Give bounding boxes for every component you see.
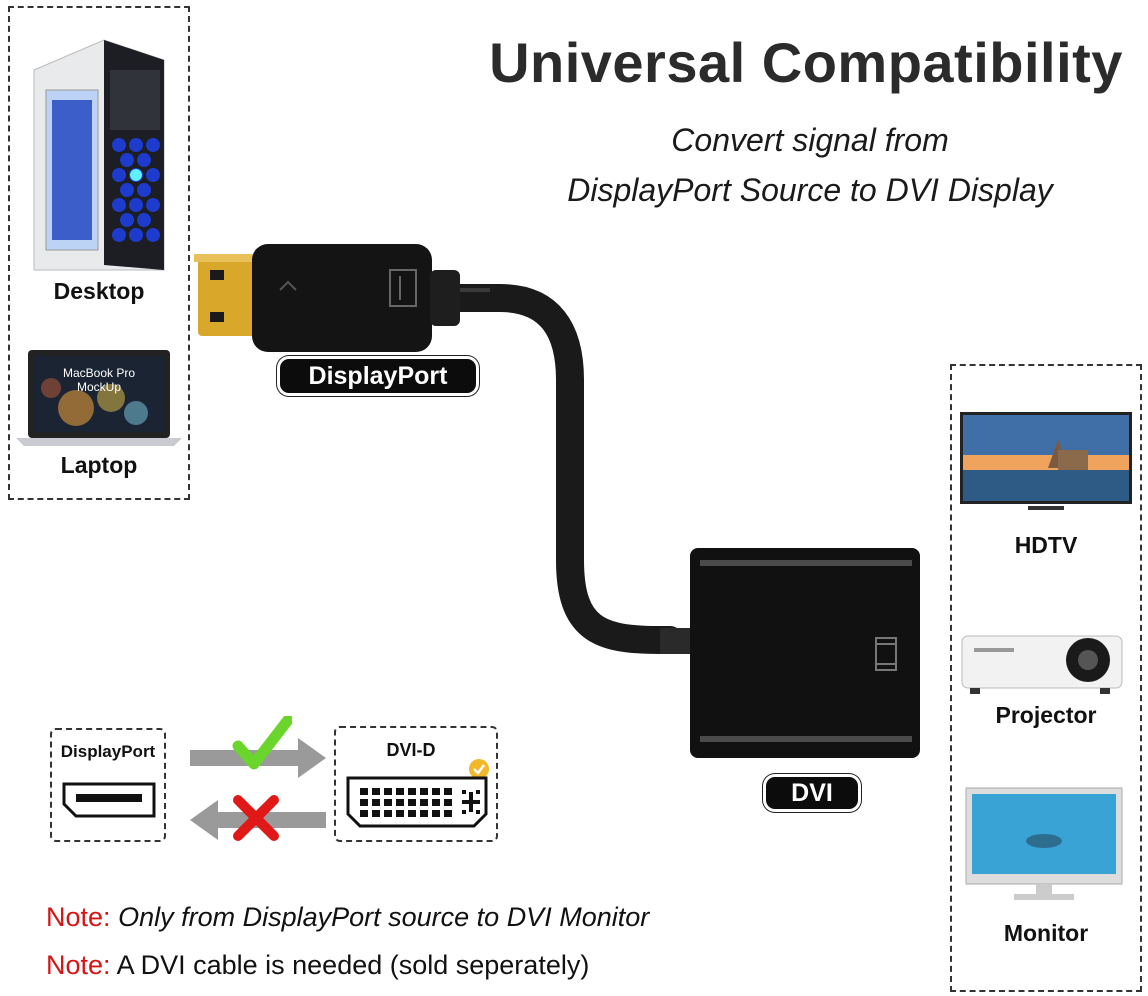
note-2-text: A DVI cable is needed (sold seperately) bbox=[116, 950, 590, 980]
dvi-port-icon bbox=[346, 776, 488, 828]
note-1-text: Only from DisplayPort source to DVI Moni… bbox=[118, 902, 650, 932]
dvi-port-label: DVI-D bbox=[386, 740, 436, 760]
subtitle-line-1: Convert signal from bbox=[671, 122, 949, 158]
source-devices-panel: Desktop MacBook Pro MockUp Laptop bbox=[8, 6, 190, 500]
dvi-port-box: DVI-D bbox=[334, 726, 498, 842]
page-title: Universal Compatibility bbox=[489, 31, 1123, 94]
desktop-tower-icon bbox=[24, 30, 174, 280]
laptop-label: Laptop bbox=[60, 452, 138, 478]
projector-label: Projector bbox=[995, 702, 1097, 728]
cross-icon bbox=[232, 794, 280, 842]
note-2-prefix: Note: bbox=[46, 950, 111, 980]
dvi-label: DVI bbox=[766, 777, 858, 809]
projector-icon bbox=[960, 628, 1130, 698]
adapter-illustration bbox=[190, 230, 930, 770]
display-devices-panel: HDTV Projector Monitor bbox=[950, 364, 1142, 992]
check-icon bbox=[232, 716, 292, 772]
displayport-port-label: DisplayPort bbox=[60, 742, 156, 761]
displayport-port-box: DisplayPort bbox=[50, 728, 166, 842]
hdtv-label: HDTV bbox=[1014, 532, 1078, 558]
laptop-screen-text-1: MacBook Pro bbox=[62, 366, 136, 380]
monitor-label: Monitor bbox=[1003, 920, 1089, 946]
check-badge-icon bbox=[468, 758, 490, 780]
note-1: Note: Only from DisplayPort source to DV… bbox=[46, 902, 926, 933]
desktop-label: Desktop bbox=[53, 278, 145, 304]
subtitle-line-2: DisplayPort Source to DVI Display bbox=[567, 172, 1053, 208]
tv-icon bbox=[958, 410, 1134, 520]
monitor-icon bbox=[964, 786, 1124, 906]
laptop-screen-text-2: MockUp bbox=[76, 380, 121, 394]
laptop-icon: MacBook Pro MockUp bbox=[16, 348, 182, 448]
note-2: Note: A DVI cable is needed (sold sepera… bbox=[46, 950, 926, 981]
note-1-prefix: Note: bbox=[46, 902, 111, 932]
displayport-port-icon bbox=[62, 782, 156, 818]
displayport-label: DisplayPort bbox=[280, 359, 476, 393]
